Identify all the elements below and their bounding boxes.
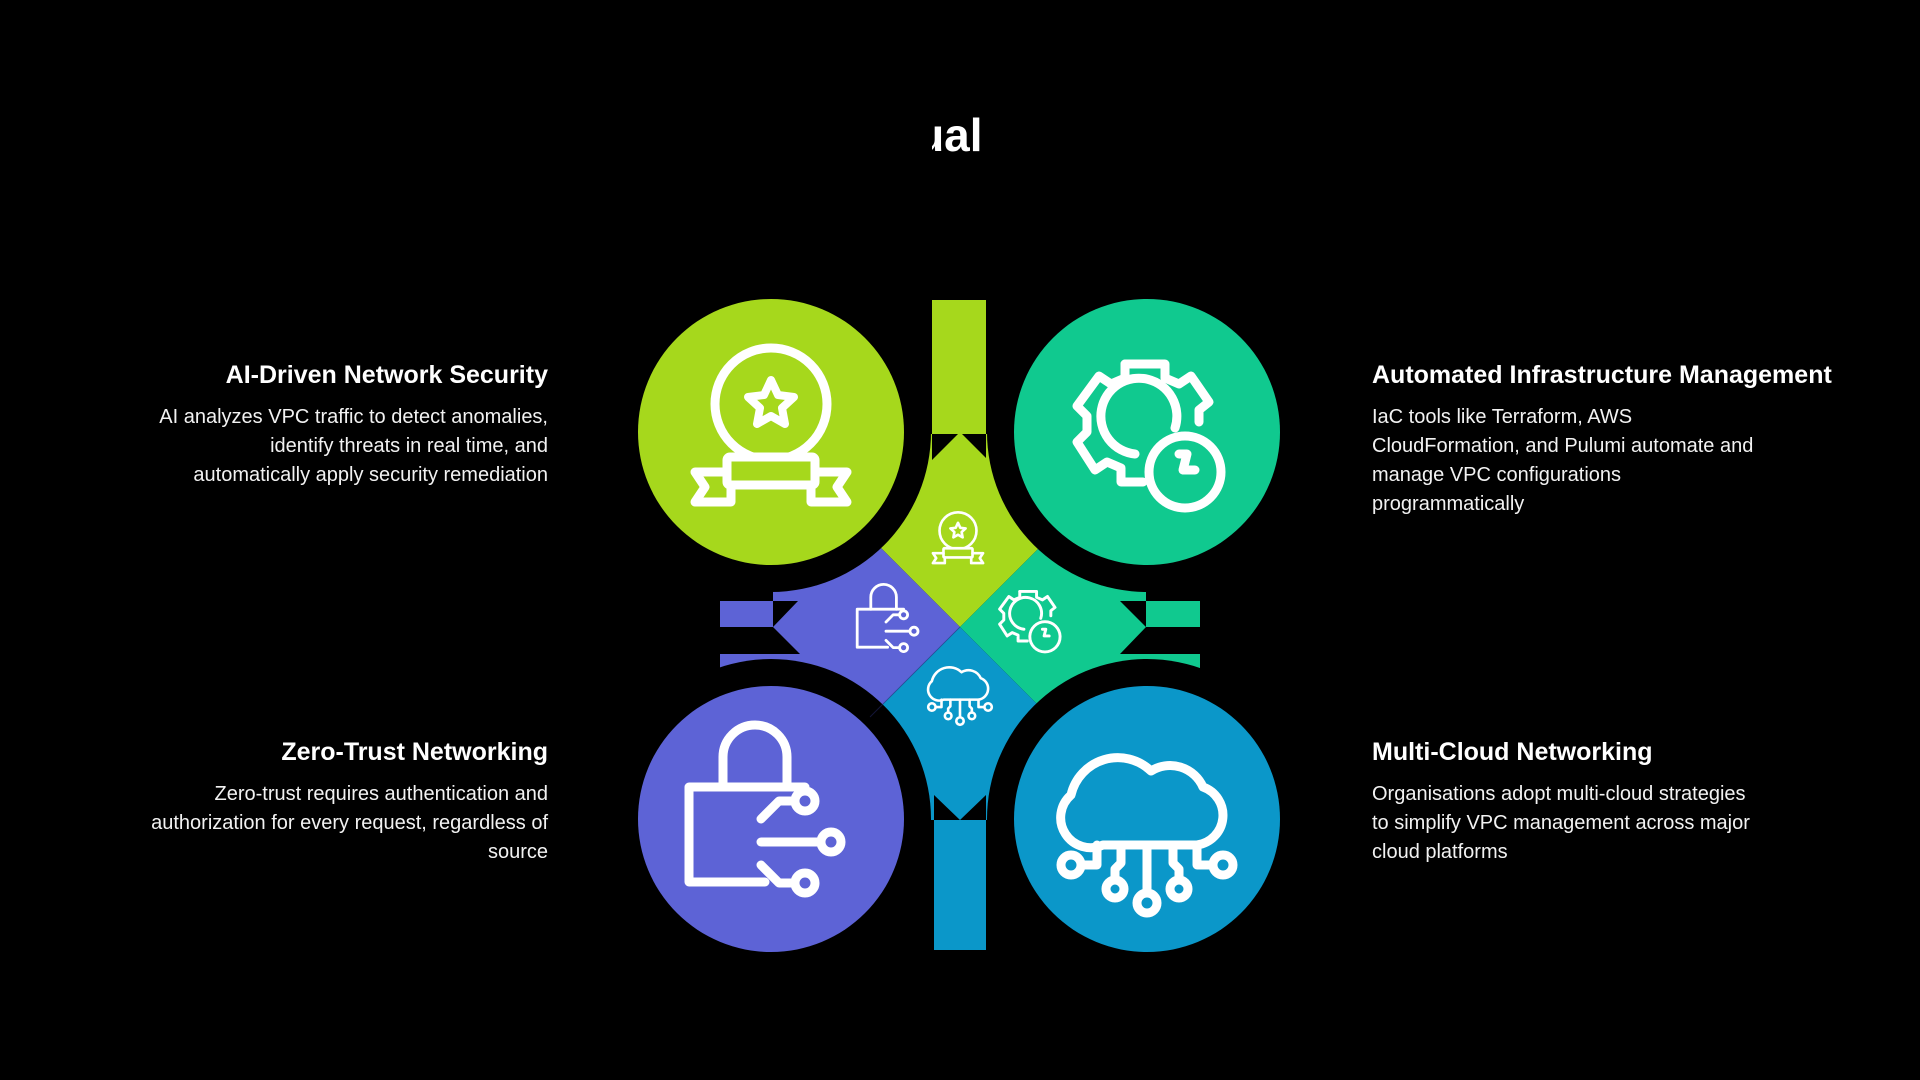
feature-description: IaC tools like Terraform, AWS CloudForma… [1372, 403, 1852, 519]
circle-multi-cloud [1014, 686, 1280, 952]
description-line: source [487, 841, 548, 863]
feature-title: AI-Driven Network Security [225, 361, 548, 389]
description-line: identify threats in real time, and [270, 435, 548, 457]
description-line: cloud platforms [1372, 841, 1508, 863]
lock-network-small-icon [855, 583, 920, 654]
feature-multi-cloud: Multi-Cloud Networking Organisations ado… [1372, 736, 1812, 867]
feature-zero-trust: Zero-Trust Networking Zero-trust require… [78, 736, 548, 867]
circle-automated-infra [1014, 299, 1280, 565]
description-line: IaC tools like Terraform, AWS [1372, 406, 1633, 428]
description-line: AI analyzes VPC traffic to detect anomal… [159, 406, 548, 428]
description-line: authorization for every request, regardl… [151, 812, 548, 834]
feature-automated-infra: Automated Infrastructure Management IaC … [1372, 359, 1852, 519]
description-line: Organisations adopt multi-cloud strategi… [1372, 783, 1746, 805]
center-segment-zero-trust [720, 537, 960, 717]
feature-title: Automated Infrastructure Management [1372, 361, 1832, 389]
logo-wordmark-icon [37, 50, 345, 88]
description-line: programmatically [1372, 493, 1525, 515]
circle-ai-security [638, 299, 904, 565]
description-line: automatically apply security remediation [193, 464, 548, 486]
feature-description: AI analyzes VPC traffic to detect anomal… [68, 403, 548, 490]
description-line: CloudFormation, and Pulumi automate and [1372, 435, 1754, 457]
award-badge-star-icon [690, 343, 852, 507]
award-badge-star-small-icon [931, 510, 985, 565]
page-title: Future of Virtual Private Cloud [628, 109, 1292, 161]
hyscaler-logo [37, 50, 359, 88]
description-line: to simplify VPC management across major [1372, 812, 1750, 834]
center-segment-multi-cloud [870, 627, 1050, 950]
feature-title: Multi-Cloud Networking [1372, 738, 1653, 766]
cloud-network-small-icon [926, 666, 994, 727]
feature-description: Zero-trust requires authentication and a… [78, 780, 548, 867]
feature-title: Zero-Trust Networking [281, 738, 548, 766]
description-line: Zero-trust requires authentication and [214, 783, 548, 805]
description-line: manage VPC configurations [1372, 464, 1622, 486]
cloud-network-icon [1056, 753, 1238, 918]
feature-description: Organisations adopt multi-cloud strategi… [1372, 780, 1812, 867]
lock-network-icon [684, 720, 846, 898]
gear-clock-icon [1072, 359, 1226, 513]
feature-ai-security: AI-Driven Network Security AI analyzes V… [68, 359, 548, 490]
center-segment-automated-infra [960, 537, 1200, 717]
center-segment-ai-security [934, 432, 986, 627]
gear-clock-small-icon [998, 589, 1062, 654]
circle-zero-trust [638, 686, 904, 952]
